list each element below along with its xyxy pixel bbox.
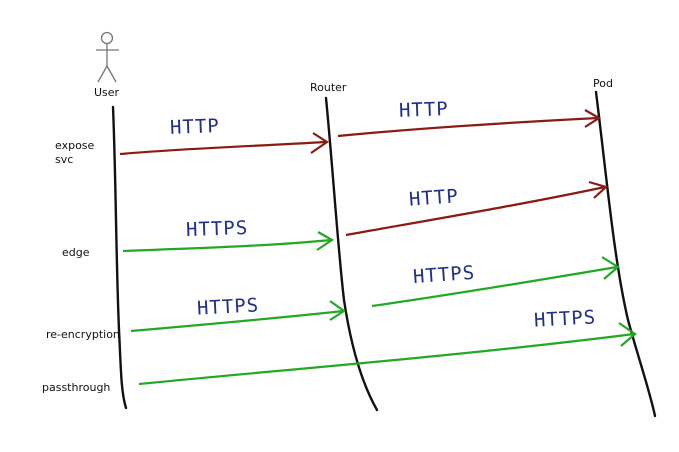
passthrough-user-pod-arrowhead (618, 322, 637, 347)
actor-pod-label: Pod (593, 77, 613, 90)
protocol-label: HTTP (408, 185, 460, 211)
protocol-label: HTTP (169, 115, 221, 139)
pod-lifeline (594, 90, 657, 418)
actor-user-label: User (94, 86, 120, 99)
edge-router-pod-arrow (345, 185, 606, 237)
protocol-label: HTTPS (196, 294, 260, 320)
row-label-edge: edge (62, 246, 90, 259)
user-stick-figure-icon (96, 31, 119, 83)
protocol-label: HTTPS (412, 261, 476, 289)
edge-user-router-arrow (122, 238, 332, 253)
passthrough-user-pod-arrow (138, 332, 635, 386)
protocol-label: HTTPS (185, 216, 249, 242)
expose-user-router-arrow (119, 140, 326, 156)
expose-user-router-arrowhead (310, 132, 329, 154)
expose-router-pod-arrowhead (584, 109, 602, 128)
reencrypt-user-router-arrowhead (329, 300, 346, 321)
protocol-label: HTTPS (533, 306, 597, 332)
reencrypt-router-pod-arrowhead (601, 256, 620, 280)
actor-router-label: Router (310, 81, 347, 94)
protocol-label: HTTP (398, 98, 450, 122)
row-label-passthrough: passthrough (42, 381, 111, 394)
reencrypt-router-pod-arrow (371, 265, 618, 308)
row-label-re-encryption: re-encryption (46, 328, 120, 341)
expose-router-pod-arrow (337, 116, 599, 138)
edge-router-pod-arrowhead (588, 180, 609, 199)
row-label-expose-svc: expose svc (55, 139, 95, 166)
edge-user-router-arrowhead (316, 231, 335, 251)
user-lifeline (111, 105, 128, 410)
reencrypt-user-router-arrow (130, 309, 344, 333)
router-lifeline (324, 96, 379, 412)
